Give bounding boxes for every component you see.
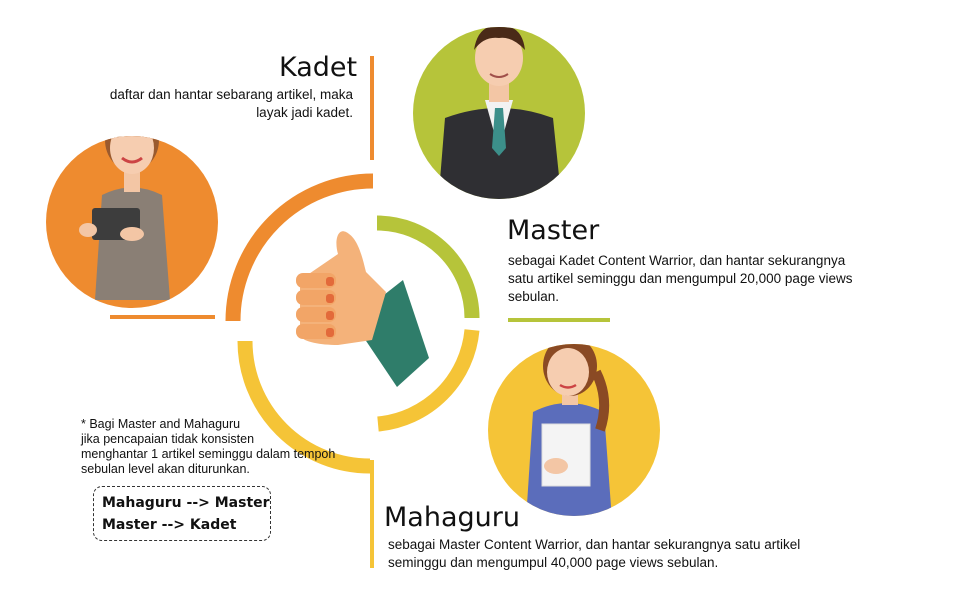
businessman-avatar	[413, 27, 585, 199]
note-line: sebulan level akan diturunkan.	[81, 462, 250, 476]
master-description: sebagai Kadet Content Warrior, dan hanta…	[508, 252, 852, 306]
ring-segment-master	[376, 215, 480, 319]
kadet-desc-line: daftar dan hantar sebarang artikel, maka	[109, 87, 353, 102]
note-line: * Bagi Master and Mahaguru	[81, 417, 241, 431]
demotion-rule: Master --> Kadet	[102, 517, 237, 533]
thumbs-up-icon	[296, 231, 429, 387]
mahaguru-desc-line: seminggu dan mengumpul 40,000 page views…	[388, 555, 719, 570]
ring-segment-kadet	[225, 173, 374, 322]
master-desc-line: sebulan.	[508, 289, 560, 304]
demotion-box: Mahaguru --> Master Master --> Kadet	[93, 486, 271, 541]
master-desc-line: sebagai Kadet Content Warrior, dan hanta…	[508, 253, 846, 268]
note-line: jika pencapaian tidak konsisten	[81, 432, 255, 446]
woman-with-tablet-avatar	[46, 136, 218, 308]
mahaguru-desc-line: sebagai Master Content Warrior, dan hant…	[388, 537, 801, 552]
woman-with-papers-avatar	[488, 344, 660, 516]
master-title: Master	[507, 215, 600, 246]
demotion-rule: Mahaguru --> Master	[102, 495, 270, 511]
kadet-description: daftar dan hantar sebarang artikel, maka…	[110, 86, 353, 122]
ring-segment-mahaguru-inner	[377, 329, 480, 432]
demotion-note: * Bagi Master and Mahaguru jika pencapai…	[81, 417, 335, 477]
mahaguru-description: sebagai Master Content Warrior, dan hant…	[388, 536, 800, 572]
ring-segment-mahaguru-outer	[237, 340, 371, 474]
note-line: menghantar 1 artikel seminggu dalam temp…	[81, 447, 336, 461]
master-desc-line: satu artikel seminggu dan mengumpul 20,0…	[508, 271, 853, 286]
kadet-title: Kadet	[279, 52, 358, 83]
progress-ring	[225, 173, 480, 474]
mahaguru-title: Mahaguru	[384, 502, 520, 533]
kadet-desc-line: layak jadi kadet.	[256, 105, 353, 120]
